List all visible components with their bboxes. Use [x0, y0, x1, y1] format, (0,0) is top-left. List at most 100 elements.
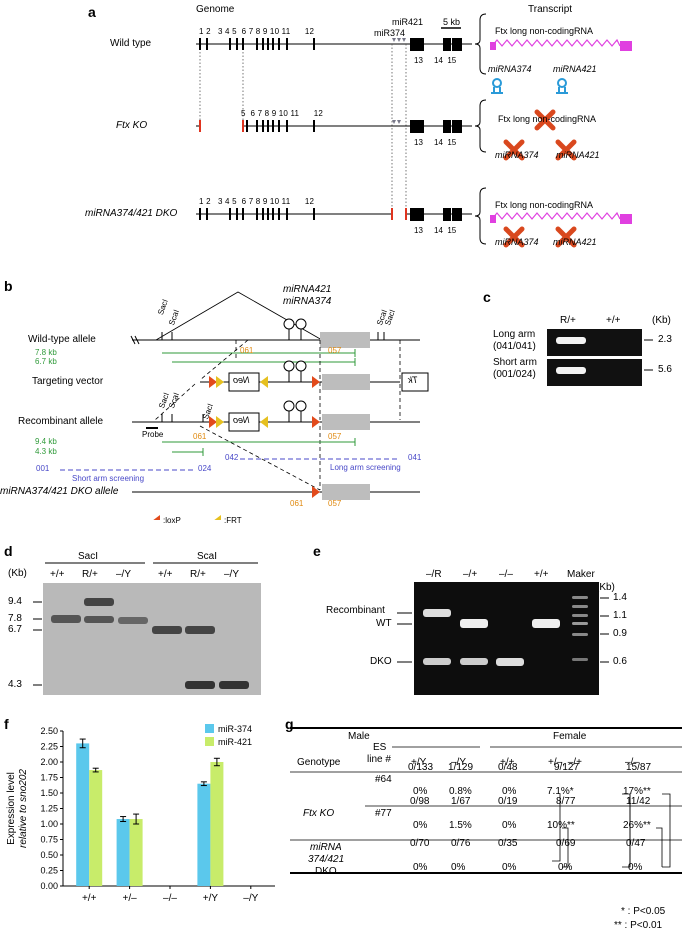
- g-r0-p0: 0%: [413, 786, 428, 797]
- ko-mir374-label: miRNA374: [495, 150, 539, 160]
- d-enzyme-scai: ScaI: [197, 551, 218, 562]
- bar-miR-421-3: [210, 762, 224, 886]
- d-lane-1: +/+: [50, 569, 65, 580]
- y-tick-label: 1.50: [40, 788, 58, 798]
- y-tick-label: 1.75: [40, 773, 58, 783]
- e-gel: [414, 582, 599, 695]
- d-blot: [43, 583, 261, 695]
- panel-d-label: d: [4, 543, 13, 559]
- c-col-plusplus: +/+: [606, 315, 621, 326]
- y-tick-label: 0.75: [40, 835, 58, 845]
- dko-exon-numbers-right: 13 14 15: [414, 226, 457, 235]
- g-header-es-line: line #: [367, 754, 391, 765]
- g-line-77: #77: [375, 808, 392, 819]
- legend-swatch: [205, 737, 214, 746]
- g-r1-p4: 26%**: [623, 820, 651, 831]
- ko-exon-numbers-left: 5 6 7 8 9 10 11 12: [241, 109, 324, 118]
- g-genotype-ftx: Ftx KO: [303, 808, 335, 819]
- g-r2-p2: 0%: [502, 862, 517, 873]
- dko-mir421-label: miRNA421: [553, 237, 597, 247]
- b-mir374-label: miRNA374: [283, 296, 332, 307]
- long-arm-label: Long arm screening: [330, 463, 401, 472]
- g-r2-p3: 0%: [558, 862, 573, 873]
- e-band-wt: WT: [376, 618, 392, 629]
- bar-miR-374-3: [197, 783, 211, 886]
- y-axis-label-2: relative to sno202: [18, 769, 29, 848]
- g-r0-c4: 15/87: [626, 762, 652, 773]
- b-mir421-label: miRNA421: [283, 284, 332, 295]
- mir421-label: miR421: [392, 17, 424, 27]
- e-lane-4: +/+: [534, 569, 549, 580]
- d-lane-2: R/+: [82, 569, 98, 580]
- g-r2-p0: 0%: [413, 862, 428, 873]
- b-row-vector: Targeting vector: [32, 376, 104, 387]
- c-row-short-primers: (001/024): [493, 369, 536, 380]
- c-col-rplus: R/+: [560, 315, 576, 326]
- g-female-header: Female: [553, 731, 587, 742]
- y-axis-label-1: Expression level: [6, 772, 17, 845]
- e-lane-2: –/+: [463, 569, 478, 580]
- g-r0-c2: 0/48: [498, 762, 518, 773]
- g-r2-c3: 0/69: [556, 838, 576, 849]
- y-tick-label: 2.50: [40, 726, 58, 736]
- panel-e-label: e: [313, 543, 321, 559]
- legend-swatch: [205, 724, 214, 733]
- e-marker-14: 1.4: [613, 592, 627, 603]
- y-tick-label: 2.00: [40, 757, 58, 767]
- panel-f-label: f: [4, 716, 9, 732]
- g-r1-c2: 0/19: [498, 796, 518, 807]
- g-r1-c4: 11/42: [626, 796, 651, 807]
- panel-a-label: a: [88, 4, 96, 20]
- c-row-long-primers: (041/041): [493, 341, 536, 352]
- primer-042: 042: [225, 453, 239, 462]
- tk-label: Tk: [408, 375, 418, 385]
- legend-frt: :FRT: [224, 516, 242, 525]
- panel-b-label: b: [4, 278, 13, 294]
- g-header-py: +/Y: [411, 757, 427, 768]
- x-tick-label: –/Y: [243, 893, 258, 904]
- rec-size-94: 9.4 kb: [35, 437, 57, 446]
- g-line-64: #64: [375, 774, 392, 785]
- x-tick-label: +/–: [123, 893, 138, 904]
- g-header-pp: +/+: [500, 757, 515, 768]
- c-band-long: [556, 337, 586, 344]
- d-marker-78: 7.8: [8, 613, 22, 624]
- legend-label: miR-374: [218, 724, 252, 734]
- b-row-dko: miRNA374/421 DKO allele: [0, 486, 119, 497]
- g-footnote-1: * : P<0.05: [621, 906, 666, 917]
- c-row-short: Short arm: [493, 357, 537, 368]
- g-genotype-dko-1: miRNA: [310, 842, 342, 853]
- row-dko-label: miRNA374/421 DKO: [85, 208, 178, 219]
- primer-061-rec: 061: [193, 432, 207, 441]
- c-band-short: [556, 367, 586, 374]
- x-tick-label: +/+: [82, 893, 97, 904]
- g-r0-p1: 0.8%: [449, 786, 472, 797]
- d-lane-3: –/Y: [116, 569, 132, 580]
- dko-mir374-label: miRNA374: [495, 237, 539, 247]
- expression-bar-chart: 0.000.250.500.751.001.251.501.752.002.25…: [6, 724, 275, 904]
- ko-mir421-label: miRNA421: [556, 150, 600, 160]
- primer-057-rec: 057: [328, 432, 342, 441]
- wt-mir421-label: miRNA421: [553, 64, 597, 74]
- primer-061-dko: 061: [290, 499, 304, 508]
- y-tick-label: 0.25: [40, 866, 58, 876]
- g-genotype-dko-3: DKO: [315, 866, 337, 877]
- g-r2-c2: 0/35: [498, 838, 518, 849]
- g-r1-p1: 1.5%: [449, 820, 472, 831]
- y-tick-label: 2.25: [40, 742, 58, 752]
- wt-size-78: 7.8 kb: [35, 348, 57, 357]
- g-footnote-2: ** : P<0.01: [614, 920, 663, 931]
- g-r1-c0: 0/98: [410, 796, 430, 807]
- d-marker-94: 9.4: [8, 596, 22, 607]
- d-lane-6: –/Y: [224, 569, 240, 580]
- primer-041: 041: [408, 453, 422, 462]
- g-r0-c0: 0/133: [408, 762, 434, 773]
- x-tick-label: +/Y: [203, 893, 219, 904]
- g-header-es: ES: [373, 742, 387, 753]
- bar-miR-374-1: [116, 819, 130, 886]
- c-row-long: Long arm: [493, 329, 536, 340]
- wt-exon-numbers-left: 1 2 3 4 5 6 7 8 9 10 11 12: [199, 27, 315, 36]
- d-marker-43: 4.3: [8, 679, 22, 690]
- row-ftxko-label: Ftx KO: [116, 120, 148, 131]
- b-row-recombinant: Recombinant allele: [18, 416, 104, 427]
